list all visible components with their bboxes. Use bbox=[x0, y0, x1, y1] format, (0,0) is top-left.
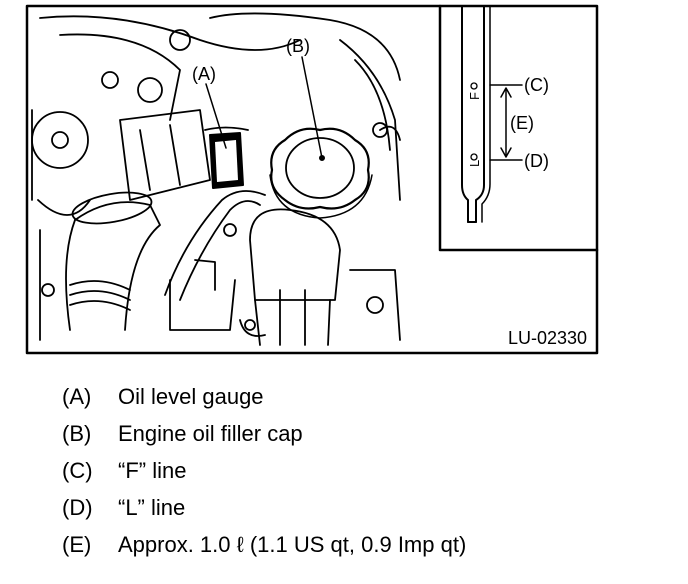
dipstick bbox=[461, 5, 491, 223]
legend-text-e: Approx. 1.0 ℓ (1.1 US qt, 0.9 Imp qt) bbox=[118, 531, 467, 557]
leader-dot-b bbox=[319, 155, 325, 161]
legend-item-b: (B) Engine oil filler cap bbox=[62, 415, 662, 452]
range-arrow-up bbox=[500, 87, 512, 98]
legend-item-a: (A) Oil level gauge bbox=[62, 378, 662, 415]
dipstick-mark-f-dot bbox=[470, 82, 478, 90]
leader-line-b bbox=[301, 56, 323, 159]
figure-code: LU-02330 bbox=[508, 328, 587, 348]
legend: (A) Oil level gauge (B) Engine oil fille… bbox=[62, 378, 662, 563]
callout-b: (B) bbox=[286, 36, 310, 56]
legend-item-e: (E) Approx. 1.0 ℓ (1.1 US qt, 0.9 Imp qt… bbox=[62, 526, 662, 563]
legend-key-a: (A) bbox=[62, 383, 92, 409]
legend-text-b: Engine oil filler cap bbox=[118, 420, 303, 446]
legend-key-e: (E) bbox=[62, 531, 92, 557]
range-arrow-down bbox=[500, 147, 512, 158]
legend-item-d: (D) “L” line bbox=[62, 489, 662, 526]
callout-a: (A) bbox=[192, 64, 216, 84]
dipstick-mark-f: F bbox=[467, 92, 482, 100]
callout-d: (D) bbox=[524, 151, 549, 171]
leader-line-a bbox=[205, 83, 227, 149]
callout-e: (E) bbox=[510, 113, 534, 133]
legend-text-d: “L” line bbox=[118, 494, 186, 520]
dipstick-inset: F L (C) (E) (D) bbox=[438, 4, 599, 252]
diagram-frame bbox=[25, 4, 599, 355]
legend-key-b: (B) bbox=[62, 420, 92, 446]
callout-c: (C) bbox=[524, 75, 549, 95]
engine-oil-level-diagram: (A) (B) F L (C) (E) (D) LU-02330 bbox=[25, 4, 599, 355]
inset-border bbox=[438, 4, 599, 252]
legend-key-d: (D) bbox=[62, 494, 93, 520]
legend-item-c: (C) “F” line bbox=[62, 452, 662, 489]
legend-key-c: (C) bbox=[62, 457, 93, 483]
dipstick-mark-l: L bbox=[467, 160, 482, 167]
legend-text-c: “F” line bbox=[118, 457, 187, 483]
dipstick-mark-l-dot bbox=[470, 153, 478, 161]
legend-text-a: Oil level gauge bbox=[118, 383, 264, 409]
engine-bay-drawing bbox=[31, 12, 401, 346]
oil-level-gauge-handle bbox=[204, 126, 249, 189]
engine-oil-filler-cap bbox=[269, 127, 373, 219]
